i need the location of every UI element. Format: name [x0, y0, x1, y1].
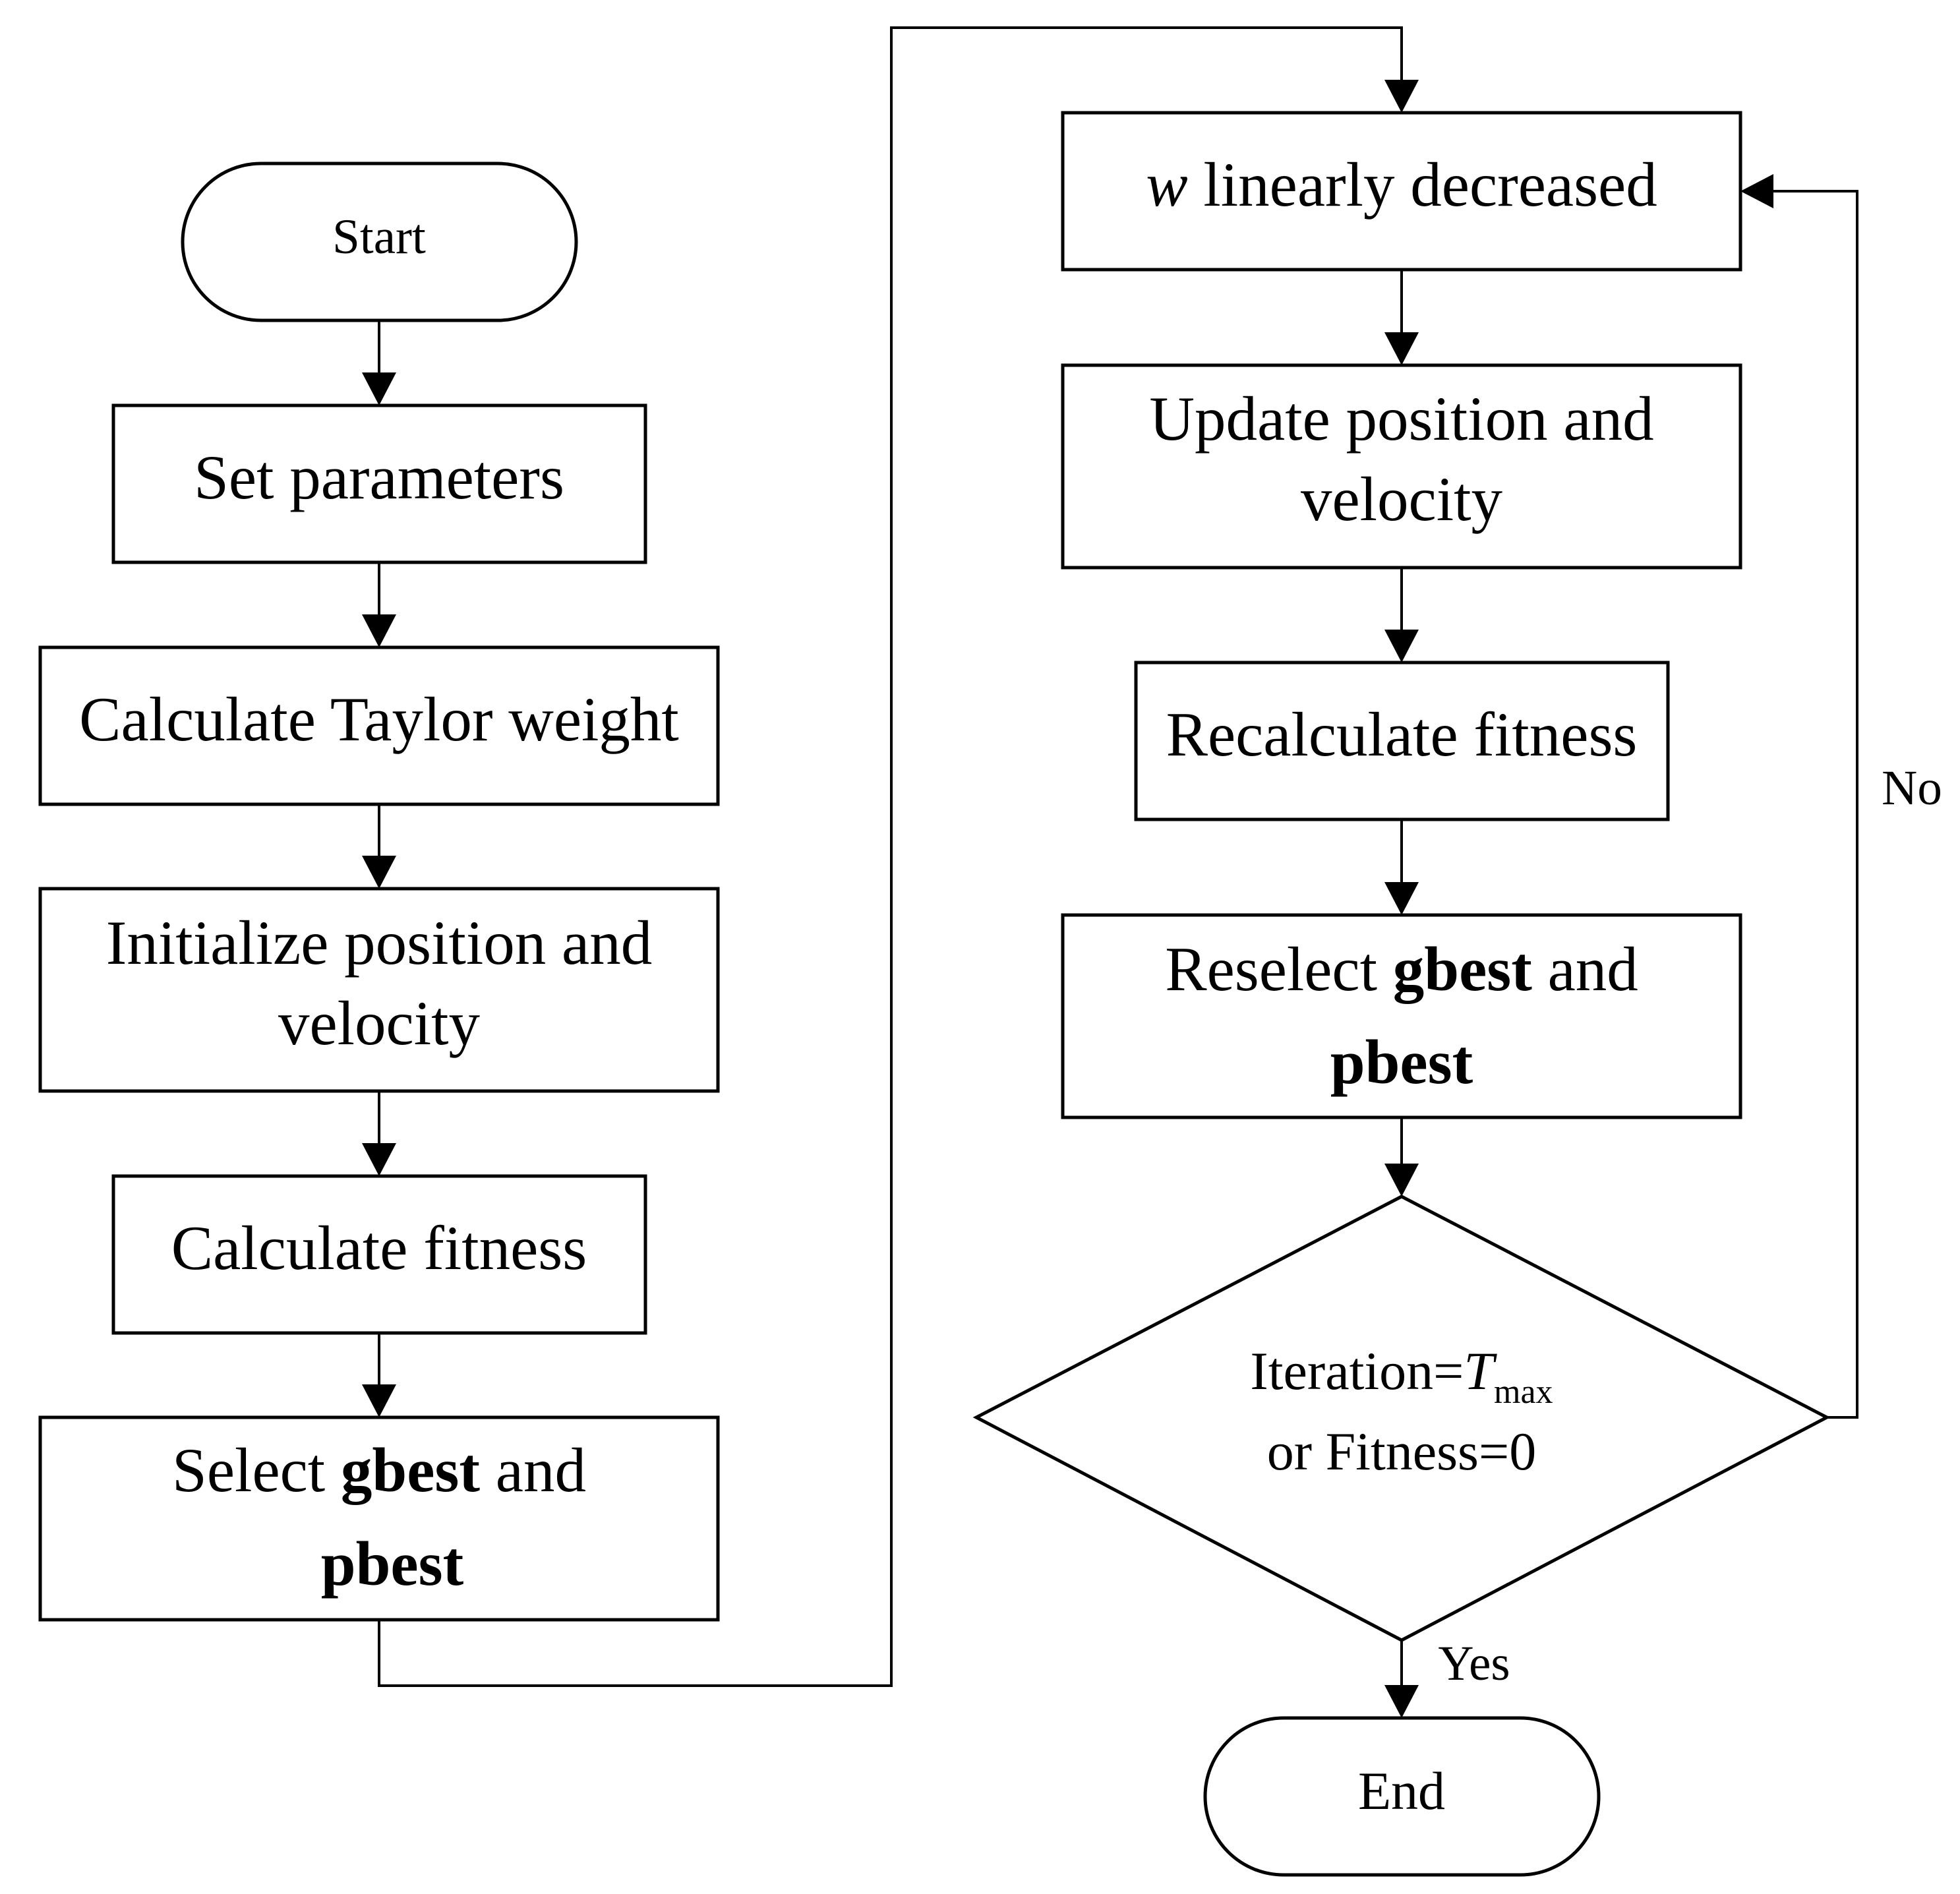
initialize-box [38, 887, 720, 1093]
set-parameters-label: Set parameters [194, 442, 564, 512]
initialize-label-line2: velocity [278, 988, 481, 1058]
reselect-text: Reselect [1165, 934, 1393, 1004]
select-best-label-line2: pbest [321, 1529, 464, 1599]
arrowhead [1384, 332, 1419, 365]
w-decrease-label: w linearly decreased [1146, 150, 1657, 220]
arrow-select-to-w [378, 26, 1403, 1687]
reselect-gbest: gbest [1393, 934, 1532, 1004]
end-label: End [1358, 1761, 1445, 1821]
arrowhead [362, 614, 396, 647]
select-text: Select [172, 1435, 341, 1505]
select-and: and [480, 1435, 586, 1505]
arrowhead [362, 372, 396, 405]
decision-iteration: Iteration= [1250, 1341, 1464, 1401]
initialize-label-line1: Initialize position and [106, 908, 652, 978]
end-terminal [1203, 1716, 1601, 1877]
arrowhead [362, 1384, 396, 1417]
reselect-best-label-line2: pbest [1330, 1027, 1473, 1097]
w-symbol: w [1146, 150, 1187, 220]
reselect-and: and [1532, 934, 1638, 1004]
recalculate-fitness-label: Recalculate fitness [1166, 699, 1638, 769]
arrowhead [1384, 1164, 1419, 1197]
w-decrease-text: linearly decreased [1188, 150, 1657, 220]
decision-label-line2: or Fitness=0 [1267, 1421, 1536, 1481]
reselect-best-box [1061, 913, 1742, 1119]
no-label: No [1882, 761, 1942, 815]
decision-t: T [1464, 1341, 1497, 1401]
arrowhead [1740, 174, 1773, 208]
select-best-label-line1: Select gbest and [172, 1435, 586, 1505]
start-label: Start [332, 210, 426, 264]
select-gbest: gbest [341, 1435, 480, 1505]
arrowhead [1384, 80, 1419, 113]
update-label-line1: Update position and [1149, 384, 1653, 454]
arrow-no-loop [1767, 190, 1858, 1419]
arrowhead [1384, 1685, 1419, 1718]
calculate-fitness-label: Calculate fitness [171, 1213, 587, 1283]
termination-decision [972, 1195, 1831, 1642]
decision-label-line1: Iteration=Tmax [1250, 1341, 1553, 1411]
yes-label: Yes [1438, 1636, 1510, 1691]
arrowhead [362, 856, 396, 889]
recalculate-fitness-box [1134, 661, 1670, 821]
arrowhead [1384, 882, 1419, 915]
reselect-best-label-line1: Reselect gbest and [1165, 934, 1638, 1004]
decision-max: max [1494, 1373, 1553, 1411]
arrowhead [1384, 630, 1419, 663]
update-label-line2: velocity [1301, 464, 1503, 534]
set-parameters-box [111, 403, 647, 564]
update-box [1061, 363, 1742, 570]
arrowhead [362, 1143, 396, 1176]
taylor-weight-label: Calculate Taylor weight [79, 684, 679, 754]
